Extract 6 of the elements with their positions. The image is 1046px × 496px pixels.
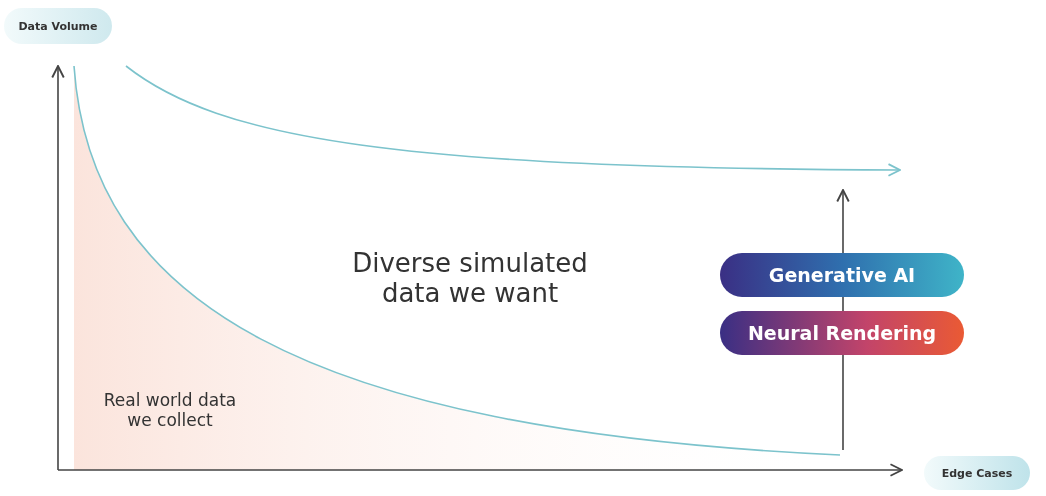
region-label: Real world data we collect — [102, 390, 238, 430]
axis-label: Edge Cases — [924, 456, 1030, 490]
technique-pill: Neural Rendering — [720, 311, 964, 355]
technique-pill: Generative AI — [720, 253, 964, 297]
axis-label: Data Volume — [4, 8, 112, 44]
region-label: Diverse simulated data we want — [351, 248, 589, 308]
